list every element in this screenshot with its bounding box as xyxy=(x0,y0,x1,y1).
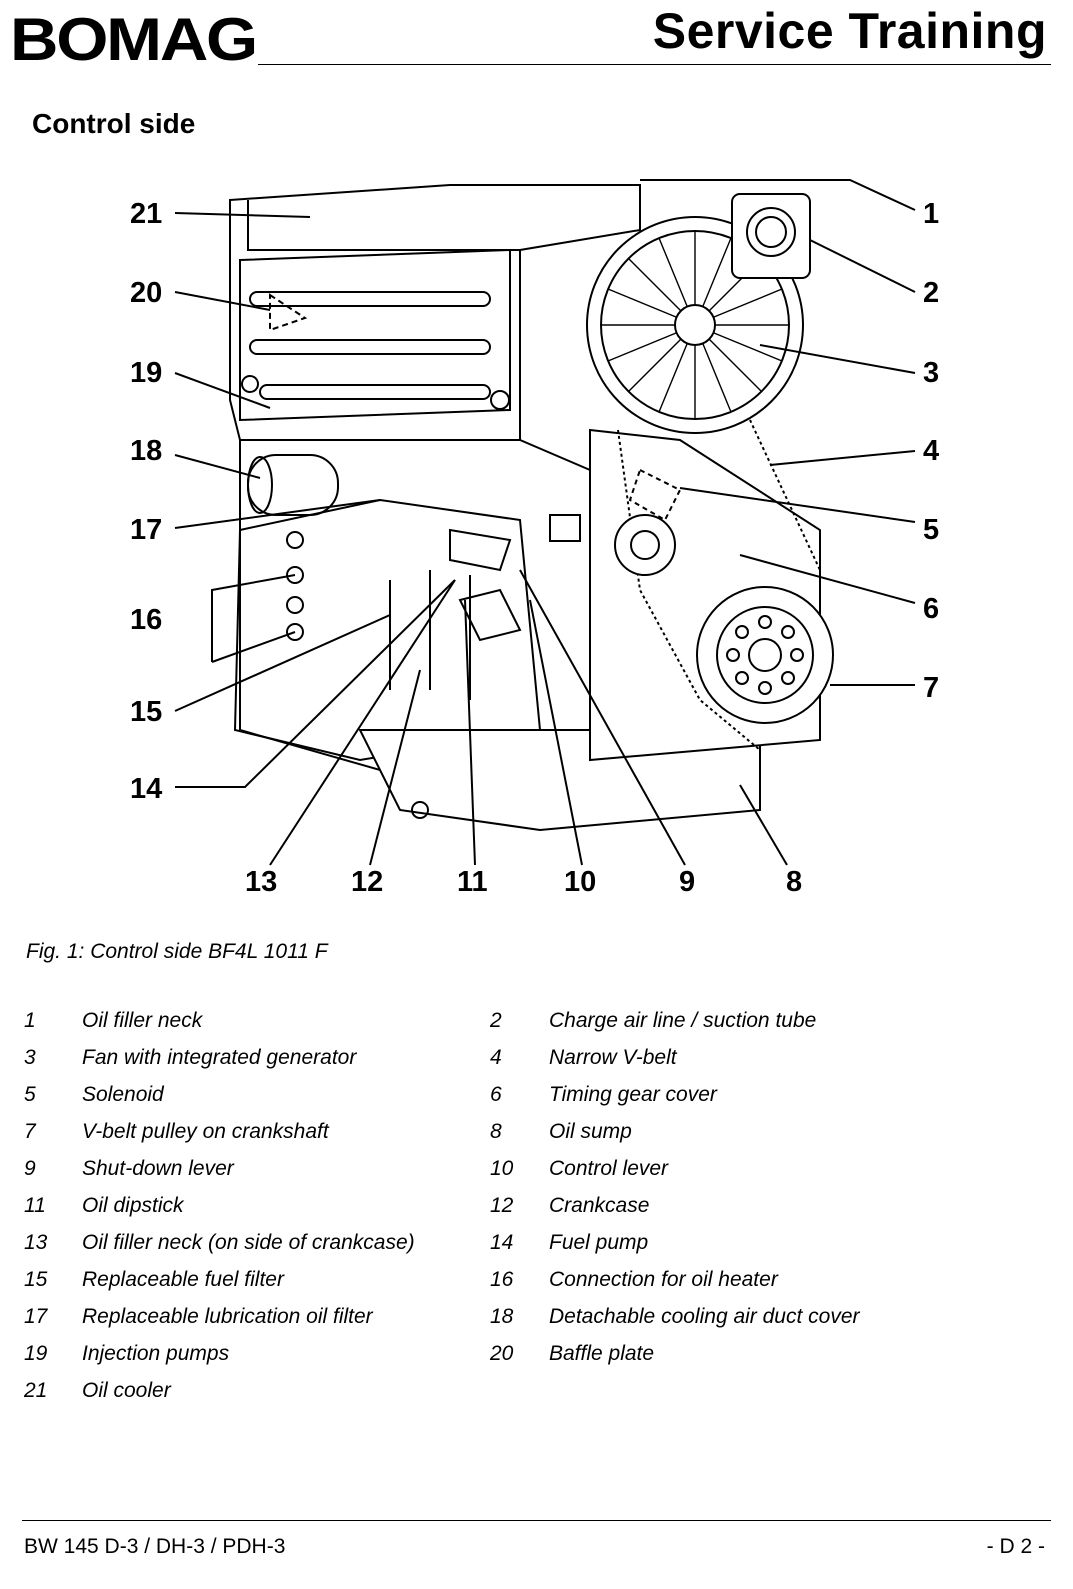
callout-12: 12 xyxy=(351,866,383,898)
legend-number: 9 xyxy=(24,1157,36,1180)
legend-label: Timing gear cover xyxy=(549,1083,717,1106)
callout-3: 3 xyxy=(923,357,939,389)
legend-number: 21 xyxy=(24,1379,48,1402)
legend-label: Replaceable fuel filter xyxy=(82,1268,284,1291)
legend-row: 17 Replaceable lubrication oil filter 18… xyxy=(24,1305,984,1342)
legend-label: Narrow V-belt xyxy=(549,1046,677,1069)
legend-row: 1 Oil filler neck 2 Charge air line / su… xyxy=(24,1009,984,1046)
legend-number: 11 xyxy=(24,1194,46,1217)
callout-17: 17 xyxy=(130,514,162,546)
footer-model: BW 145 D-3 / DH-3 / PDH-3 xyxy=(24,1535,286,1558)
engine-figure: 21 20 19 18 17 16 15 14 1 2 3 4 5 6 7 13… xyxy=(120,170,960,910)
legend-row: 19 Injection pumps 20 Baffle plate xyxy=(24,1342,984,1379)
callout-6: 6 xyxy=(923,593,939,625)
parts-legend: 1 Oil filler neck 2 Charge air line / su… xyxy=(24,1009,984,1416)
legend-row: 21 Oil cooler xyxy=(24,1379,984,1416)
legend-number: 18 xyxy=(490,1305,514,1328)
callout-18: 18 xyxy=(130,435,162,467)
legend-label: Oil sump xyxy=(549,1120,632,1143)
legend-number: 6 xyxy=(490,1083,502,1106)
legend-label: Solenoid xyxy=(82,1083,164,1106)
header-divider xyxy=(258,64,1051,65)
legend-label: V-belt pulley on crankshaft xyxy=(82,1120,329,1143)
legend-number: 14 xyxy=(490,1231,514,1254)
callout-7: 7 xyxy=(923,672,939,704)
legend-label: Oil filler neck (on side of crankcase) xyxy=(82,1231,415,1254)
legend-number: 12 xyxy=(490,1194,514,1217)
legend-row: 11 Oil dipstick 12 Crankcase xyxy=(24,1194,984,1231)
legend-number: 7 xyxy=(24,1120,36,1143)
callout-labels: 21 20 19 18 17 16 15 14 1 2 3 4 5 6 7 13… xyxy=(130,198,939,898)
page-header-title: Service Training xyxy=(652,3,1047,59)
figure-caption: Fig. 1: Control side BF4L 1011 F xyxy=(26,940,328,963)
callout-9: 9 xyxy=(679,866,695,898)
callout-2: 2 xyxy=(923,277,939,309)
callout-5: 5 xyxy=(923,514,939,546)
footer-page-number: - D 2 - xyxy=(986,1535,1045,1558)
legend-label: Connection for oil heater xyxy=(549,1268,778,1291)
callout-15: 15 xyxy=(130,696,162,728)
legend-number: 19 xyxy=(24,1342,48,1365)
legend-label: Baffle plate xyxy=(549,1342,655,1365)
callout-1: 1 xyxy=(923,198,939,230)
legend-number: 13 xyxy=(24,1231,48,1254)
legend-label: Fuel pump xyxy=(549,1231,649,1254)
callout-10: 10 xyxy=(564,866,596,898)
legend-number: 17 xyxy=(24,1305,48,1328)
leader-lines xyxy=(174,179,916,866)
legend-label: Detachable cooling air duct cover xyxy=(549,1305,860,1328)
legend-label: Crankcase xyxy=(549,1194,650,1217)
legend-label: Replaceable lubrication oil filter xyxy=(82,1305,373,1328)
legend-number: 1 xyxy=(24,1009,36,1032)
legend-number: 10 xyxy=(490,1157,514,1180)
legend-number: 16 xyxy=(490,1268,514,1291)
legend-number: 15 xyxy=(24,1268,48,1291)
legend-row: 13 Oil filler neck (on side of crankcase… xyxy=(24,1231,984,1268)
callout-20: 20 xyxy=(130,277,162,309)
callout-11: 11 xyxy=(457,866,488,898)
callout-21: 21 xyxy=(130,198,162,230)
section-title: Control side xyxy=(32,108,196,139)
callout-13: 13 xyxy=(245,866,277,898)
callout-16: 16 xyxy=(130,604,162,636)
legend-number: 3 xyxy=(24,1046,36,1069)
legend-number: 4 xyxy=(490,1046,502,1069)
legend-number: 5 xyxy=(24,1083,36,1106)
callout-19: 19 xyxy=(130,357,162,389)
callout-14: 14 xyxy=(130,773,162,805)
legend-label: Shut-down lever xyxy=(82,1157,234,1180)
legend-label: Oil filler neck xyxy=(82,1009,203,1032)
legend-label: Fan with integrated generator xyxy=(82,1046,357,1069)
engine-illustration xyxy=(229,184,834,832)
legend-row: 15 Replaceable fuel filter 16 Connection… xyxy=(24,1268,984,1305)
legend-label: Injection pumps xyxy=(82,1342,230,1365)
legend-row: 3 Fan with integrated generator 4 Narrow… xyxy=(24,1046,984,1083)
legend-number: 8 xyxy=(490,1120,502,1143)
legend-label: Control lever xyxy=(549,1157,669,1180)
legend-row: 9 Shut-down lever 10 Control lever xyxy=(24,1157,984,1194)
legend-number: 20 xyxy=(490,1342,514,1365)
bomag-logo: BOMAG xyxy=(10,6,260,73)
legend-label: Oil cooler xyxy=(82,1379,171,1402)
legend-number: 2 xyxy=(490,1009,502,1032)
footer-divider xyxy=(22,1520,1051,1521)
legend-label: Oil dipstick xyxy=(82,1194,184,1217)
legend-row: 7 V-belt pulley on crankshaft 8 Oil sump xyxy=(24,1120,984,1157)
legend-row: 5 Solenoid 6 Timing gear cover xyxy=(24,1083,984,1120)
legend-label: Charge air line / suction tube xyxy=(549,1009,817,1032)
callout-4: 4 xyxy=(923,435,939,467)
engine-drawing: 21 20 19 18 17 16 15 14 1 2 3 4 5 6 7 13… xyxy=(130,179,939,898)
callout-8: 8 xyxy=(786,866,802,898)
brand-text: BOMAG xyxy=(10,8,256,66)
